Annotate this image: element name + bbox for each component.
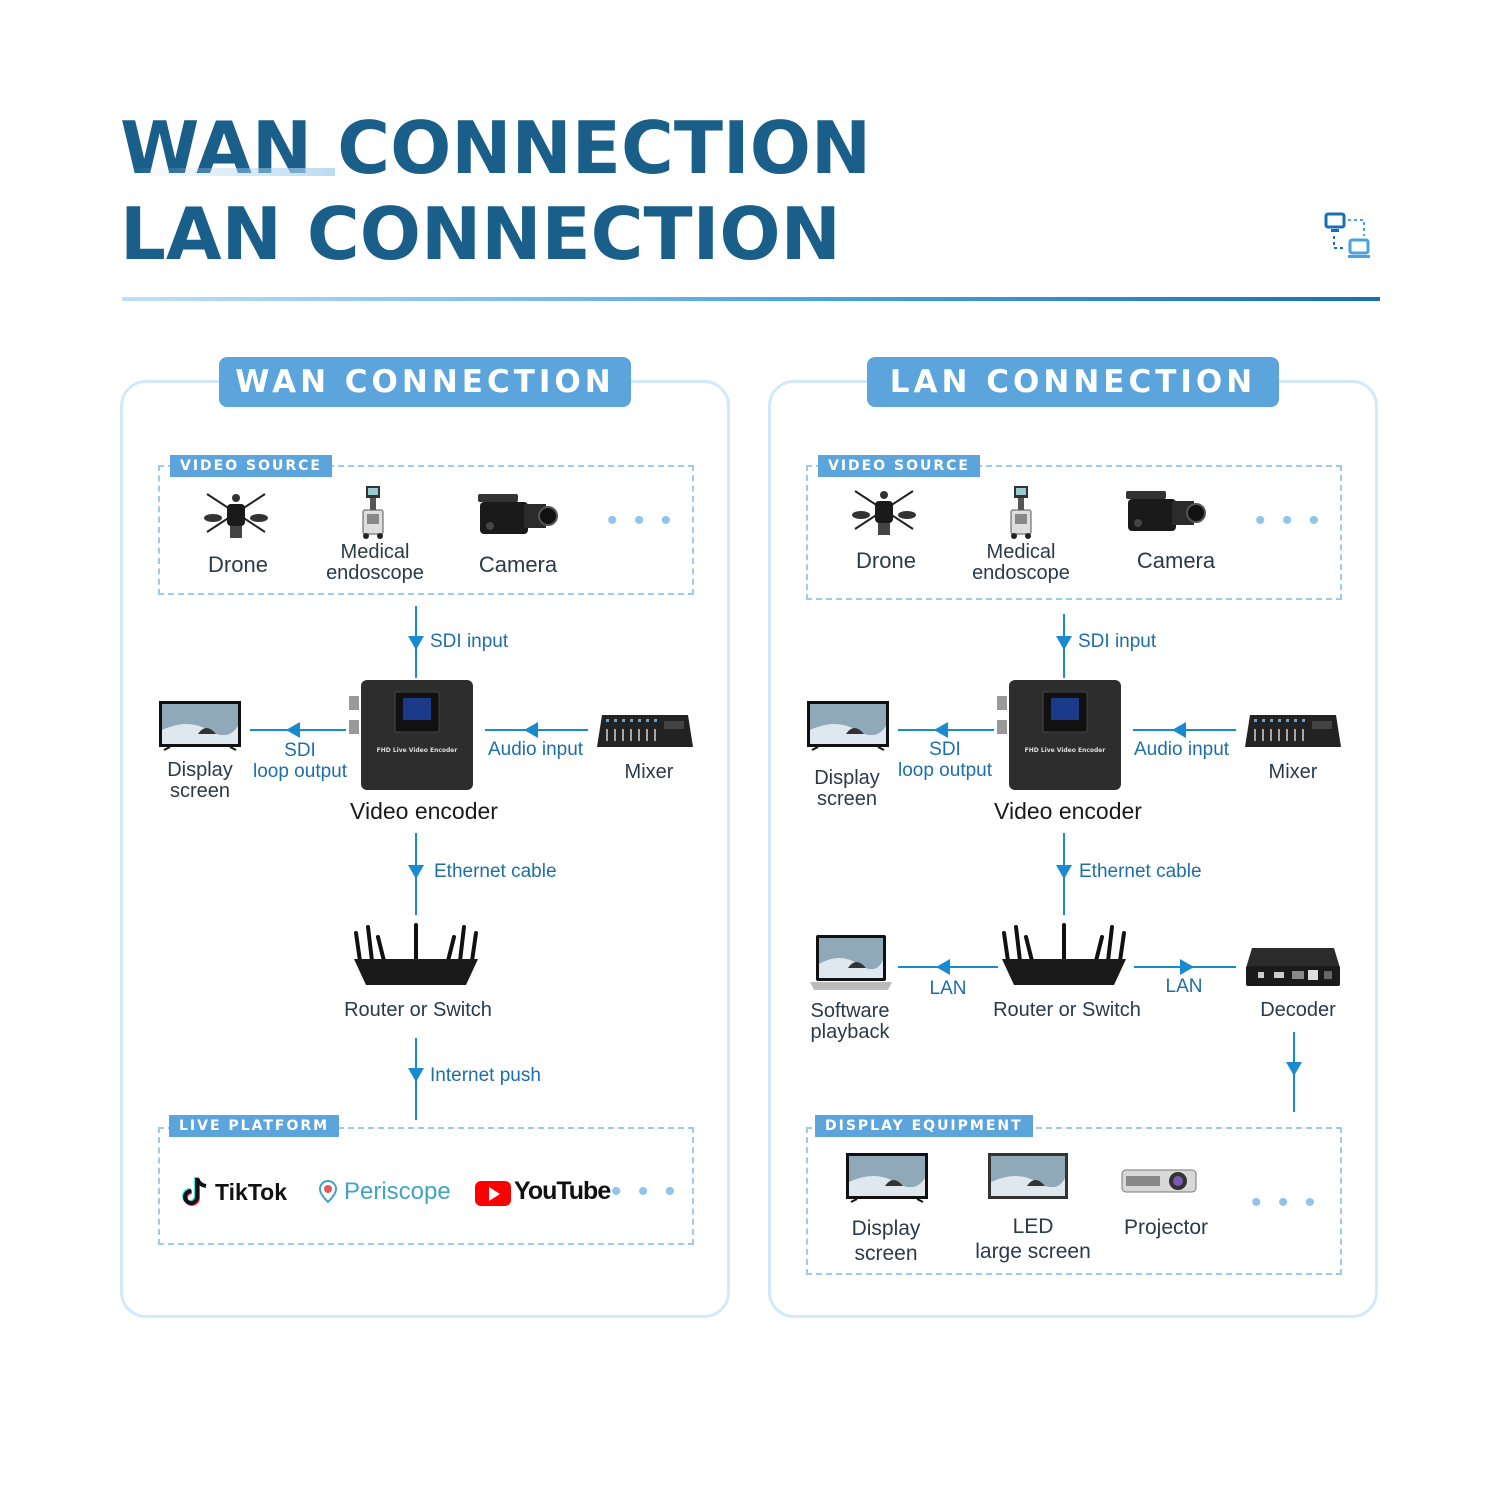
lan-router-icon — [1000, 921, 1128, 994]
source-camera-label: Camera — [478, 552, 558, 577]
lan-camera-icon — [1122, 487, 1206, 544]
svg-text:FHD Live Video Encoder: FHD Live Video Encoder — [377, 747, 458, 754]
lan-sdi-loop-arrow — [934, 722, 948, 738]
tiktok-icon — [182, 1176, 212, 1213]
wan-live-platform-tag: LIVE PLATFORM — [169, 1115, 340, 1137]
lan-video-source-tag: VIDEO SOURCE — [818, 455, 980, 477]
drone-icon — [203, 488, 269, 549]
wan-live-platform-box — [158, 1127, 694, 1245]
decoder-icon — [1244, 946, 1342, 993]
lan-video-encoder-label: Video encoder — [994, 798, 1142, 824]
decoder-label: Decoder — [1260, 999, 1336, 1021]
source-drone-label: Drone — [208, 552, 268, 577]
lan-video-encoder-device: FHD Live Video Encoder — [993, 676, 1123, 797]
wan-internet-push-label: Internet push — [430, 1065, 541, 1086]
network-connection-icon — [1324, 212, 1374, 262]
periscope-icon — [318, 1180, 338, 1209]
lan-left-label: LAN — [929, 978, 967, 999]
wan-video-source-tag: VIDEO SOURCE — [170, 455, 332, 477]
lan-right-arrow — [1180, 959, 1194, 975]
lan-ethernet-label: Ethernet cable — [1079, 861, 1202, 882]
wan-panel-title: WAN CONNECTION — [219, 357, 631, 407]
wan-sdi-input-arrow — [408, 636, 424, 650]
projector-icon — [1120, 1164, 1200, 1201]
lan-sdi-input-arrow — [1056, 636, 1072, 650]
software-playback-label: Software playback — [810, 1000, 890, 1043]
lan-audio-input-label: Audio input — [1134, 739, 1230, 760]
source-medical-endoscope-label: Medical endoscope — [326, 541, 424, 584]
display-equipment-tag: DISPLAY EQUIPMENT — [815, 1115, 1033, 1137]
display-equipment-box — [806, 1127, 1342, 1275]
wan-panel — [120, 380, 730, 1318]
lan-video-source-box — [806, 465, 1342, 600]
wan-internet-push-arrow — [408, 1068, 424, 1082]
lan-display-screen-icon — [806, 700, 890, 757]
equip-display-screen-icon — [845, 1152, 929, 1209]
lan-drone-icon — [851, 485, 917, 546]
lan-source-camera-label: Camera — [1136, 548, 1216, 573]
wan-display-screen-icon — [158, 700, 242, 757]
software-playback-laptop-icon — [810, 934, 892, 997]
wan-video-source-box — [158, 465, 694, 595]
display-equipment-more: • • • — [1251, 1186, 1320, 1219]
wan-mixer-label: Mixer — [624, 761, 674, 783]
lan-sources-more: • • • — [1255, 504, 1324, 537]
projector-label: Projector — [1123, 1216, 1209, 1239]
title-underline-decor — [125, 168, 335, 176]
lan-panel-title: LAN CONNECTION — [867, 357, 1279, 407]
wan-router-icon — [352, 921, 480, 994]
wan-mixer-icon — [596, 711, 694, 756]
youtube-icon — [475, 1181, 511, 1206]
lan-medical-endoscope-icon — [1006, 484, 1036, 545]
youtube-logo-text: YouTube — [514, 1177, 611, 1205]
lan-mixer-label: Mixer — [1268, 761, 1318, 783]
lan-mixer-icon — [1244, 711, 1342, 756]
lan-sdi-loop-label: SDI loop output — [897, 739, 993, 781]
lan-source-medical-endoscope-label: Medical endoscope — [972, 541, 1070, 584]
wan-platforms-more: • • • — [611, 1175, 680, 1208]
lan-sdi-input-label: SDI input — [1078, 631, 1157, 652]
lan-ethernet-arrow — [1056, 865, 1072, 879]
lan-right-label: LAN — [1165, 976, 1203, 997]
medical-endoscope-icon — [358, 484, 388, 545]
wan-sdi-loop-arrow — [286, 722, 300, 738]
decoder-output-arrow — [1286, 1062, 1302, 1076]
lan-router-label: Router or Switch — [993, 999, 1141, 1021]
svg-text:FHD Live Video Encoder: FHD Live Video Encoder — [1025, 747, 1106, 754]
wan-display-screen-label: Display screen — [167, 759, 233, 802]
lan-source-drone-label: Drone — [856, 548, 916, 573]
header-divider — [122, 297, 1380, 301]
wan-video-encoder-label: Video encoder — [350, 798, 498, 824]
equip-display-screen-label: Display screen — [851, 1217, 921, 1266]
wan-audio-input-label: Audio input — [488, 739, 584, 760]
wan-audio-input-arrow — [524, 722, 538, 738]
led-large-screen-icon — [987, 1152, 1069, 1205]
wan-sdi-input-label: SDI input — [430, 631, 509, 652]
periscope-logo-text: Periscope — [344, 1178, 451, 1205]
lan-audio-input-arrow — [1172, 722, 1186, 738]
wan-sources-more: • • • — [607, 504, 676, 537]
wan-ethernet-label: Ethernet cable — [434, 861, 557, 882]
lan-display-screen-label: Display screen — [814, 767, 880, 810]
wan-sdi-loop-label: SDI loop output — [252, 740, 348, 782]
title-lan: LAN CONNECTION — [120, 192, 841, 276]
camera-icon — [474, 490, 558, 547]
led-large-screen-label: LED large screen — [975, 1215, 1091, 1264]
lan-left-arrow — [936, 959, 950, 975]
wan-ethernet-arrow — [408, 865, 424, 879]
wan-router-label: Router or Switch — [344, 999, 492, 1021]
video-encoder-device: FHD Live Video Encoder — [345, 676, 475, 797]
tiktok-logo-text: TikTok — [215, 1179, 287, 1205]
